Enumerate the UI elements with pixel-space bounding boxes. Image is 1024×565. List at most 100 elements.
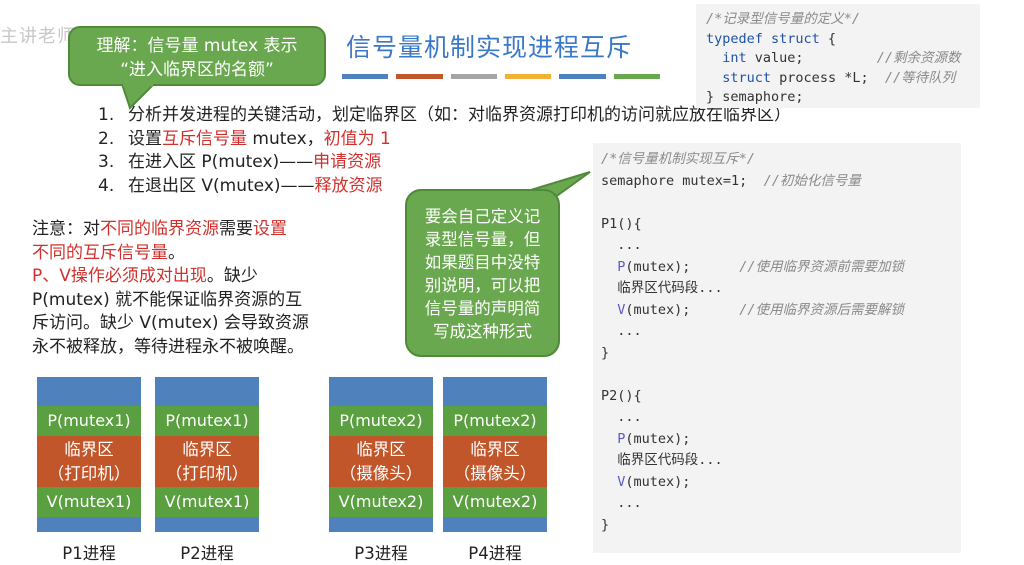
note-text: 注意：对: [32, 219, 100, 239]
step-item: 4.在退出区 V(mutex)——释放资源: [98, 175, 791, 199]
title-color-bar: [342, 74, 660, 79]
code-line: 临界区代码段...: [601, 280, 723, 296]
step-number: 4.: [98, 175, 115, 196]
code-text: {: [819, 30, 837, 47]
color-bar-segment: [613, 74, 660, 79]
note-highlight: 不同的临界资源: [100, 219, 219, 239]
code-line: ...: [601, 323, 642, 339]
code-text: process *L;: [771, 69, 885, 86]
callout-line: “进入临界区的名额”: [120, 60, 274, 80]
step-text: 在退出区 V(mutex)——: [128, 175, 315, 196]
code-function: V: [601, 473, 626, 490]
entry-section: P(mutex2): [329, 406, 433, 436]
code-line: ...: [601, 237, 642, 253]
callout-line: 信号量的声明简: [424, 299, 541, 318]
code-comment: //剩余资源数: [876, 50, 961, 66]
code-block-mutex: /*信号量机制实现互斥*/ semaphore mutex=1; //初始化信号…: [593, 143, 961, 553]
code-comment: //等待队列: [884, 69, 956, 86]
code-line: }: [601, 344, 610, 361]
steps-list: 1.分析并发进程的关键活动，划定临界区（如：对临界资源打印机的访问就应放在临界区…: [98, 104, 791, 198]
callout-line: 别说明，可以把: [424, 276, 541, 295]
code-line: V(mutex);: [601, 472, 953, 494]
critical-section: 临界区 （摄像头）: [443, 436, 547, 487]
process-segment: [443, 517, 547, 532]
callout-pointer: [120, 84, 156, 110]
color-bar-segment: [342, 74, 389, 79]
color-bar-segment: [559, 74, 606, 79]
process-segment: [37, 377, 141, 406]
code-text: semaphore mutex=1;: [601, 172, 764, 189]
entry-section: P(mutex2): [443, 406, 547, 436]
note-text: 斥访问。缺少 V(mutex) 会导致资源: [32, 313, 309, 334]
callout-mutex-meaning: 理解：信号量 mutex 表示 “进入临界区的名额”: [68, 26, 326, 86]
code-indent: [706, 50, 722, 66]
code-text: (mutex);: [625, 473, 691, 490]
callout-line: 要会自己定义记: [424, 207, 541, 226]
code-indent: [706, 70, 722, 86]
critical-section: 临界区 （打印机）: [155, 436, 259, 487]
callout-line: 写成这种形式: [433, 322, 532, 341]
note-text: 。缺少: [206, 266, 258, 287]
critical-section-resource: （摄像头）: [453, 464, 537, 483]
process-segment: [329, 377, 433, 406]
color-bar-segment: [396, 74, 443, 79]
color-bar-segment: [504, 74, 552, 79]
critical-section-label: 临界区: [356, 440, 406, 459]
code-keyword: struct: [722, 69, 772, 86]
process-label: P1进程: [62, 544, 116, 563]
step-highlight: 申请资源: [313, 152, 382, 172]
step-text: mutex，: [247, 128, 324, 149]
code-keyword: typedef struct: [706, 30, 820, 47]
step-text: 在进入区 P(mutex)——: [128, 152, 314, 172]
critical-section-label: 临界区: [64, 440, 114, 459]
code-line: struct process *L; //等待队列: [706, 69, 970, 89]
code-line: 临界区代码段...: [601, 452, 723, 468]
step-item: 1.分析并发进程的关键活动，划定临界区（如：对临界资源打印机的访问就应放在临界区…: [98, 104, 791, 128]
code-function: P: [601, 258, 626, 275]
exit-section: V(mutex1): [37, 487, 141, 517]
note-paragraph: 注意：对不同的临界资源需要设置 不同的互斥信号量。 P、V操作必须成对出现。缺少…: [32, 218, 337, 360]
callout-line: 理解：信号量 mutex 表示: [96, 36, 298, 56]
note-highlight: P、V操作必须成对出现: [32, 266, 207, 287]
process-segment: [443, 377, 547, 406]
code-function: P: [601, 430, 626, 447]
process-segment: [155, 517, 259, 532]
critical-section-resource: （打印机）: [165, 464, 249, 483]
code-comment: //使用临界资源前需要加锁: [739, 258, 904, 275]
process-segment: [155, 377, 259, 406]
critical-section: 临界区 （打印机）: [37, 436, 141, 487]
note-text: 。: [168, 242, 185, 263]
critical-section-label: 临界区: [182, 440, 232, 459]
note-text: 需要: [219, 219, 253, 239]
code-line: ...: [601, 495, 642, 511]
critical-section-label: 临界区: [470, 440, 520, 459]
entry-section: P(mutex1): [37, 406, 141, 436]
note-highlight: 设置: [253, 219, 287, 239]
process-block-p2: P(mutex1) 临界区（打印机） V(mutex1): [155, 377, 259, 532]
code-line: [601, 364, 953, 386]
process-block-p3: P(mutex2) 临界区（摄像头） V(mutex2): [329, 377, 433, 532]
code-line: int value; //剩余资源数: [706, 49, 970, 69]
code-text: (mutex);: [625, 301, 740, 318]
entry-section: P(mutex1): [155, 406, 259, 436]
code-comment: /*信号量机制实现互斥*/: [601, 151, 756, 167]
callout-semaphore-tip: 要会自己定义记 录型信号量，但 如果题目中没特 别说明，可以把 信号量的声明简 …: [405, 189, 560, 357]
exit-section: V(mutex2): [443, 487, 547, 517]
code-text: (mutex);: [625, 430, 691, 447]
critical-section-resource: （打印机）: [47, 464, 131, 483]
callout-line: 如果题目中没特: [424, 253, 541, 272]
code-keyword: int: [722, 50, 747, 66]
note-text: P(mutex) 就不能保证临界资源的互: [32, 289, 303, 310]
code-line: typedef struct {: [706, 30, 970, 50]
process-label: P3进程: [354, 544, 408, 563]
code-line: }: [601, 516, 610, 533]
code-line: V(mutex); //使用临界资源后需要解锁: [601, 300, 953, 322]
step-text: 设置: [128, 128, 162, 149]
process-segment: [329, 517, 433, 532]
process-block-p1: P(mutex1) 临界区 （打印机） V(mutex1): [37, 377, 141, 532]
code-comment: //初始化信号量: [763, 172, 861, 189]
code-text: (mutex);: [625, 258, 740, 275]
color-bar-segment: [450, 74, 497, 79]
code-line: } semaphore;: [706, 89, 804, 105]
code-line: P2(){: [601, 387, 642, 404]
